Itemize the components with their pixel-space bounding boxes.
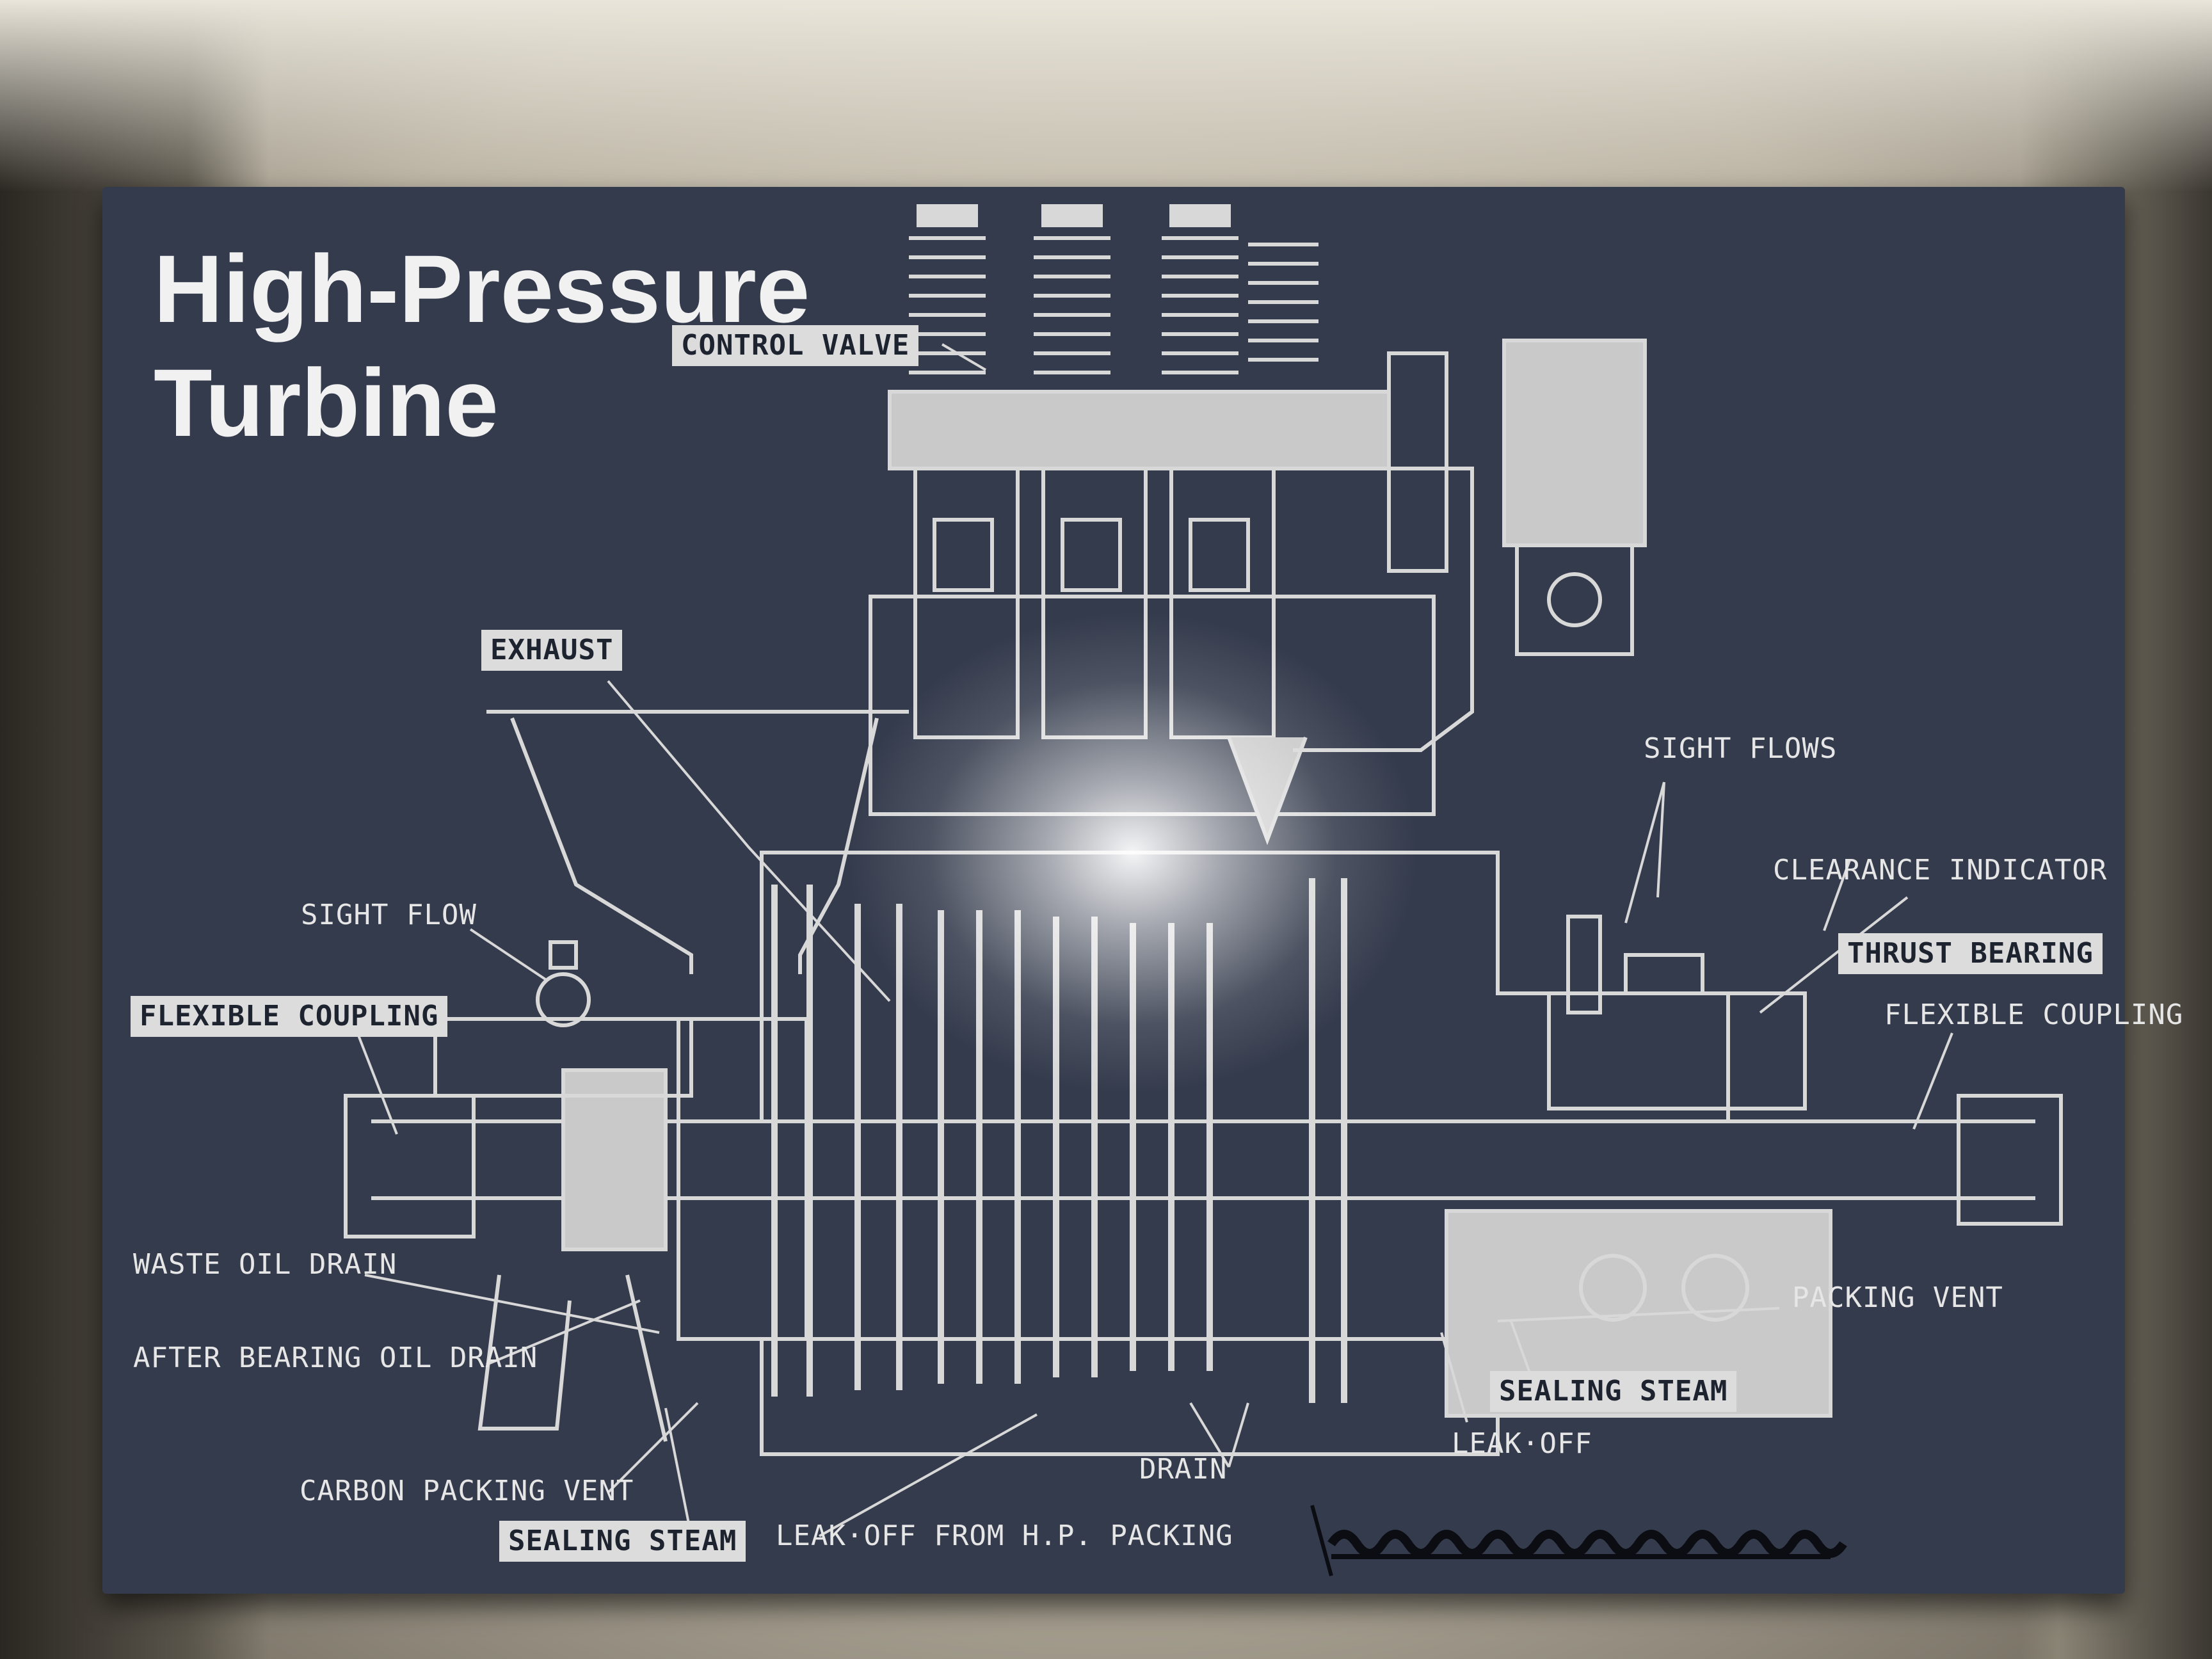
label-sight-flow: SIGHT FLOW	[301, 899, 477, 931]
label-sealing-steam-left: SEALING STEAM	[499, 1521, 746, 1562]
label-leak-off: LEAK·OFF	[1452, 1427, 1592, 1460]
label-drain: DRAIN	[1139, 1453, 1228, 1486]
label-packing-vent: PACKING VENT	[1792, 1281, 2003, 1314]
turbine-shaft	[344, 1068, 2063, 1251]
label-carbon-packing-vent: CARBON PACKING VENT	[300, 1475, 634, 1507]
leader-lines	[351, 343, 1953, 1537]
label-exhaust: EXHAUST	[481, 630, 623, 671]
turbine-diagram-board: High-Pressure Turbine CONTROL VALVE EXHA…	[102, 187, 2183, 1594]
rotor-stages	[771, 878, 1347, 1403]
label-control-valve: CONTROL VALVE	[672, 325, 919, 366]
thrust-bearing-housing	[1547, 915, 1807, 1110]
turbine-casing	[677, 851, 1832, 1456]
label-sight-flows: SIGHT FLOWS	[1644, 732, 1838, 765]
label-after-bearing-oil-drain: AFTER BEARING OIL DRAIN	[133, 1342, 538, 1374]
background-wall-top	[0, 0, 2212, 192]
label-clearance-indicator: CLEARANCE INDICATOR	[1773, 854, 2108, 886]
exhaust-hood	[486, 710, 909, 974]
label-thrust-bearing: THRUST BEARING	[1838, 933, 2103, 974]
control-valve-springs	[909, 204, 1318, 374]
label-leak-off-hp-packing: LEAK·OFF FROM H.P. PACKING	[776, 1519, 1233, 1552]
turbine-cutaway-drawing	[344, 204, 2063, 1537]
label-flexible-coupling-left: FLEXIBLE COUPLING	[131, 996, 448, 1037]
scribbled-out-text	[1310, 1505, 1847, 1576]
diagram-title: High-Pressure Turbine	[154, 235, 810, 456]
label-flexible-coupling-right: FLEXIBLE COUPLING	[1884, 998, 2184, 1031]
label-sealing-steam-right: SEALING STEAM	[1490, 1371, 1737, 1412]
valve-chest	[869, 339, 1647, 846]
label-waste-oil-drain: WASTE OIL DRAIN	[133, 1248, 397, 1281]
